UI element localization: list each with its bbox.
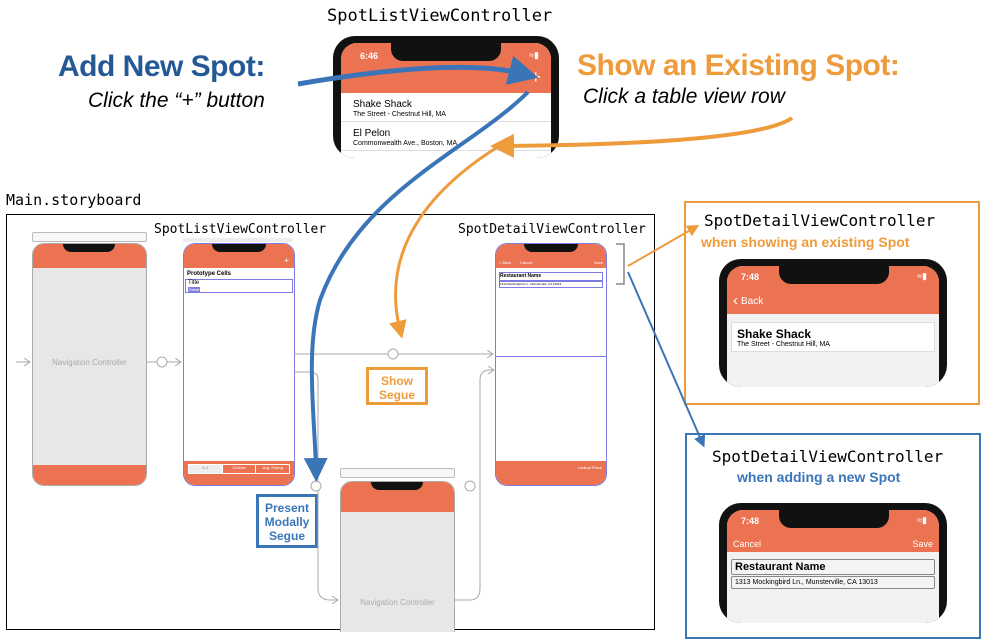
existing-card-title: SpotDetailViewController [704, 211, 936, 230]
new-spot-card: SpotDetailViewController when adding a n… [685, 433, 981, 639]
list-scene-label: SpotListViewController [154, 222, 327, 237]
segment-avg-rating[interactable]: Avg. Rating [255, 465, 289, 473]
list-scene-title-bar [183, 238, 293, 242]
list-item[interactable]: El Pelon Commonwealth Ave., Boston, MA [341, 122, 551, 151]
new-save-button[interactable]: Save [912, 539, 933, 549]
show-spot-subtitle: Click a table view row [583, 85, 785, 108]
modal-segue-label: Present Modally Segue [256, 494, 318, 548]
back-chevron-icon[interactable]: ‹ [733, 292, 738, 309]
new-phone-time: 7:48 [741, 516, 760, 526]
nav-controller-2-title-bar [340, 468, 455, 478]
segment-az[interactable]: A-Z [189, 465, 222, 473]
prototype-cell-subtitle: Detail [188, 287, 201, 292]
sort-segmented-control[interactable]: A-Z Closest Avg. Rating [188, 464, 290, 474]
prototype-cells-header: Prototype Cells [187, 271, 232, 277]
list-scene-add-button[interactable]: + [284, 256, 289, 265]
address-field[interactable]: 1313 Mockingbird Ln., Munsterville, CA 1… [499, 281, 603, 288]
existing-name-text: Shake Shack [737, 327, 812, 341]
top-controller-title: SpotListViewController [327, 6, 553, 26]
existing-back-button[interactable]: Back [741, 296, 764, 307]
nav-controller-scene[interactable]: Navigation Controller [32, 243, 147, 486]
existing-address-text: The Street - Chestnut Hill, MA [737, 341, 830, 348]
wifi-battery-icon: ≈▮ [917, 271, 927, 281]
spot-list-scene[interactable]: + Prototype Cells Title Detail A-Z Close… [183, 243, 295, 486]
detail-scene-label: SpotDetailViewController [458, 222, 646, 237]
add-spot-title: Add New Spot: [58, 50, 265, 83]
existing-card-subtitle: when showing an existing Spot [701, 234, 910, 250]
new-name-field[interactable]: Restaurant Name [731, 559, 935, 575]
wifi-battery-icon: ≈▮ [917, 515, 927, 525]
wifi-battery-icon: ≈▮ [529, 50, 539, 60]
nav-controller-2-label: Navigation Controller [360, 598, 435, 607]
lookup-place-button[interactable]: Lookup Place [577, 465, 602, 470]
new-cancel-button[interactable]: Cancel [733, 539, 762, 549]
existing-spot-card: SpotDetailViewController when showing an… [684, 201, 980, 405]
nav-controller-title-bar [32, 232, 147, 242]
row-subtitle: The Street - Chestnut Hill, MA [353, 111, 446, 118]
restaurant-name-field[interactable]: Restaurant Name [499, 272, 603, 281]
nav-controller-label: Navigation Controller [52, 358, 127, 367]
list-item[interactable]: Shake Shack The Street - Chestnut Hill, … [341, 93, 551, 122]
storyboard-file-label: Main.storyboard [6, 191, 142, 209]
top-phone: 6:46 ≈▮ + Shake Shack The Street - Chest… [333, 36, 559, 158]
existing-phone-time: 7:48 [741, 272, 760, 282]
nav-controller-2-scene[interactable]: Navigation Controller [340, 481, 455, 632]
show-segue-label: Show Segue [366, 367, 428, 405]
detail-cancel-button[interactable]: Cancel [520, 260, 533, 265]
spot-detail-scene[interactable]: < Back Cancel Save Restaurant Name 1313 … [495, 243, 607, 486]
segment-closest[interactable]: Closest [221, 465, 256, 473]
existing-spot-phone: 7:48 ≈▮ ‹ Back Shake Shack The Street - … [719, 259, 947, 387]
detail-save-button[interactable]: Save [593, 260, 603, 265]
detail-back-button[interactable]: < Back [499, 260, 512, 265]
row-subtitle: Commonwealth Ave., Boston, MA [353, 140, 458, 147]
row-title: Shake Shack [353, 99, 412, 110]
show-spot-title: Show an Existing Spot: [577, 49, 900, 82]
new-card-title: SpotDetailViewController [712, 447, 944, 466]
prototype-cell[interactable]: Title Detail [185, 279, 293, 293]
add-spot-button[interactable]: + [530, 67, 541, 87]
new-address-field[interactable]: 1313 Mockingbird Ln., Munsterville, CA 1… [731, 576, 935, 589]
row-title: El Pelon [353, 128, 391, 139]
add-spot-subtitle: Click the “+” button [88, 89, 265, 112]
new-card-subtitle: when adding a new Spot [737, 469, 901, 485]
prototype-cell-title: Title [188, 280, 200, 286]
existing-name-field[interactable]: Shake Shack The Street - Chestnut Hill, … [731, 322, 935, 352]
new-spot-phone: 7:48 ≈▮ Cancel Save Restaurant Name 1313… [719, 503, 947, 623]
detail-divider [496, 356, 606, 357]
top-phone-time: 6:46 [360, 51, 379, 61]
